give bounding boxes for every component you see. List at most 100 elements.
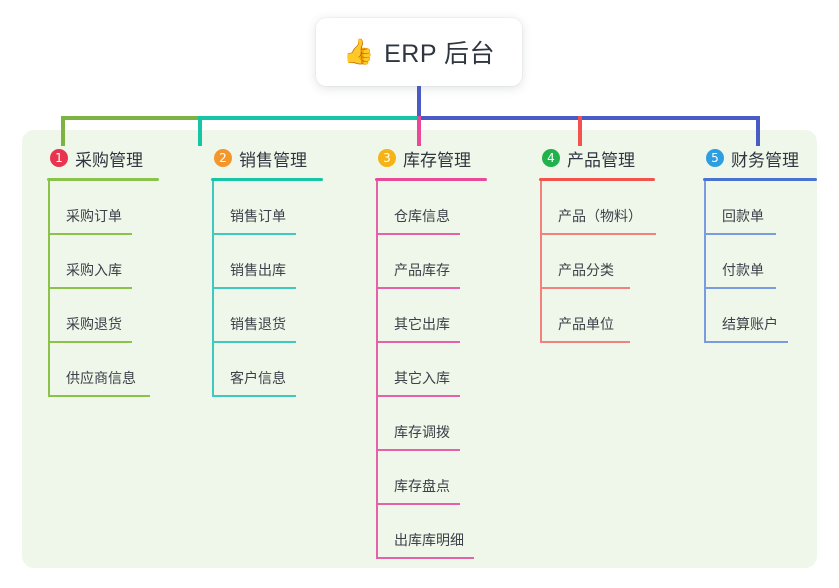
leaf-item-label: 销售退货 [230, 316, 286, 332]
leaf-item[interactable]: 销售订单 [200, 181, 350, 235]
column-items-5: 回款单付款单结算账户 [692, 181, 812, 343]
leaf-item-label: 供应商信息 [66, 370, 136, 386]
leaf-item-rule [376, 233, 460, 235]
leaf-item[interactable]: 其它入库 [364, 343, 514, 397]
column-title-4: 产品管理 [567, 150, 635, 170]
leaf-item[interactable]: 其它出库 [364, 289, 514, 343]
column-rule-1 [47, 178, 159, 181]
column-spine-1 [48, 181, 50, 397]
leaf-item-rule [376, 287, 460, 289]
leaf-item-rule [48, 395, 150, 397]
bus-drop-col4 [578, 116, 582, 146]
bus-drop-col1 [61, 116, 65, 146]
leaf-item-label: 回款单 [722, 208, 764, 224]
column-badge-1: 1 [50, 149, 68, 167]
root-trunk-line [417, 86, 421, 118]
leaf-item-rule [540, 287, 630, 289]
root-node-card[interactable]: 👍 ERP 后台 [316, 18, 522, 86]
leaf-item[interactable]: 回款单 [692, 181, 812, 235]
column-spine-4 [540, 181, 542, 343]
leaf-item-label: 仓库信息 [394, 208, 450, 224]
leaf-item[interactable]: 销售出库 [200, 235, 350, 289]
leaf-item[interactable]: 产品库存 [364, 235, 514, 289]
leaf-item[interactable]: 客户信息 [200, 343, 350, 397]
leaf-item[interactable]: 付款单 [692, 235, 812, 289]
leaf-item-label: 付款单 [722, 262, 764, 278]
leaf-item[interactable]: 库存盘点 [364, 451, 514, 505]
leaf-item[interactable]: 库存调拨 [364, 397, 514, 451]
column-header-5[interactable]: 5 财务管理 [692, 145, 812, 171]
leaf-item[interactable]: 产品分类 [528, 235, 683, 289]
bus-segment-teal [198, 116, 419, 120]
leaf-item-label: 客户信息 [230, 370, 286, 386]
leaf-item-label: 产品单位 [558, 316, 614, 332]
leaf-item-rule [48, 341, 132, 343]
leaf-item-rule [48, 233, 132, 235]
leaf-item-rule [376, 341, 460, 343]
leaf-item-rule [376, 449, 460, 451]
column-badge-4: 4 [542, 149, 560, 167]
leaf-item[interactable]: 采购入库 [36, 235, 186, 289]
column-rule-4 [539, 178, 655, 181]
leaf-item-rule [212, 233, 296, 235]
leaf-item-label: 结算账户 [722, 316, 778, 332]
diagram-background-panel [22, 130, 817, 568]
leaf-item-rule [376, 395, 460, 397]
column-items-1: 采购订单采购入库采购退货供应商信息 [36, 181, 186, 397]
leaf-item[interactable]: 结算账户 [692, 289, 812, 343]
leaf-item[interactable]: 产品单位 [528, 289, 683, 343]
leaf-item-rule [704, 287, 776, 289]
leaf-item-rule [212, 287, 296, 289]
leaf-item[interactable]: 供应商信息 [36, 343, 186, 397]
bus-drop-col2 [198, 116, 202, 146]
leaf-item[interactable]: 采购退货 [36, 289, 186, 343]
leaf-item-rule [540, 233, 656, 235]
column-spine-3 [376, 181, 378, 559]
leaf-item-rule [540, 341, 630, 343]
root-node-title: ERP 后台 [384, 40, 496, 68]
column-items-3: 仓库信息产品库存其它出库其它入库库存调拨库存盘点出库库明细 [364, 181, 514, 559]
column-badge-5: 5 [706, 149, 724, 167]
leaf-item-label: 销售订单 [230, 208, 286, 224]
leaf-item-label: 产品分类 [558, 262, 614, 278]
leaf-item-label: 库存调拨 [394, 424, 450, 440]
leaf-item-rule [376, 557, 474, 559]
leaf-item-label: 出库库明细 [394, 532, 464, 548]
column-title-5: 财务管理 [731, 150, 799, 170]
leaf-item-label: 其它出库 [394, 316, 450, 332]
column-header-4[interactable]: 4 产品管理 [528, 145, 683, 171]
bus-drop-col3 [417, 116, 421, 146]
column-title-2: 销售管理 [239, 150, 307, 170]
column-spine-5 [704, 181, 706, 343]
leaf-item-rule [704, 233, 776, 235]
leaf-item[interactable]: 仓库信息 [364, 181, 514, 235]
leaf-item-rule [704, 341, 788, 343]
leaf-item[interactable]: 出库库明细 [364, 505, 514, 559]
column-items-2: 销售订单销售出库销售退货客户信息 [200, 181, 350, 397]
leaf-item[interactable]: 产品（物料） [528, 181, 683, 235]
column-rule-3 [375, 178, 487, 181]
thumbs-up-icon: 👍 [342, 37, 375, 66]
leaf-item-label: 销售出库 [230, 262, 286, 278]
column-header-2[interactable]: 2 销售管理 [200, 145, 350, 171]
column-4: 4 产品管理产品（物料） 产品分类产品单位 [528, 145, 683, 343]
leaf-item[interactable]: 销售退货 [200, 289, 350, 343]
column-badge-2: 2 [214, 149, 232, 167]
leaf-item-label: 采购退货 [66, 316, 122, 332]
column-rule-2 [211, 178, 323, 181]
leaf-item-rule [212, 395, 296, 397]
leaf-item-rule [48, 287, 132, 289]
column-rule-5 [703, 178, 817, 181]
leaf-item-label: 库存盘点 [394, 478, 450, 494]
column-5: 5 财务管理回款单付款单结算账户 [692, 145, 817, 343]
leaf-item[interactable]: 采购订单 [36, 181, 186, 235]
leaf-item-label: 产品库存 [394, 262, 450, 278]
leaf-item-rule [376, 503, 460, 505]
column-spine-2 [212, 181, 214, 397]
leaf-item-rule [212, 341, 296, 343]
leaf-item-label: 采购入库 [66, 262, 122, 278]
bus-segment-blue [419, 116, 760, 120]
